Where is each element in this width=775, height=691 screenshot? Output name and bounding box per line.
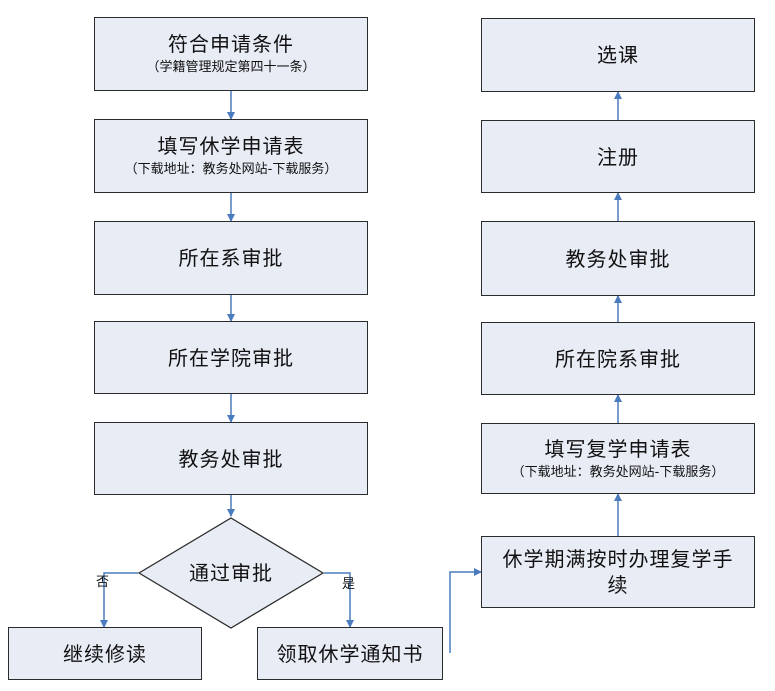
academic-office-approval-box: 教务处审批 <box>94 422 368 495</box>
college-department-approval-box: 所在院系审批 <box>481 322 755 395</box>
apply-conditions-box: 符合申请条件 （学籍管理规定第四十一条） <box>94 17 368 91</box>
diamond-shape <box>138 517 324 629</box>
registration-box: 注册 <box>481 120 755 193</box>
resume-academic-office-approval-box: 教务处审批 <box>481 221 755 296</box>
fill-leave-form-box: 填写休学申请表 （下载地址：教务处网站-下载服务） <box>94 119 368 193</box>
apply-conditions-title: 符合申请条件 <box>168 32 294 56</box>
approval-decision-title: 通过审批 <box>189 561 273 585</box>
receive-leave-notice-title: 领取休学通知书 <box>276 641 424 666</box>
decision-no-label: 否 <box>96 575 110 590</box>
resume-academic-office-approval-title: 教务处审批 <box>565 246 671 271</box>
course-selection-box: 选课 <box>481 18 755 92</box>
arrow-decision-yes <box>324 572 354 628</box>
fill-resume-form-note: （下载地址：教务处网站-下载服务） <box>511 464 725 480</box>
resume-procedure-title: 休学期满按时办理复学手续 <box>502 547 734 597</box>
academic-office-approval-title: 教务处审批 <box>178 446 284 471</box>
approval-decision-diamond: 通过审批 <box>138 517 324 629</box>
course-selection-title: 选课 <box>597 43 639 67</box>
college-approval-title: 所在学院审批 <box>168 345 294 370</box>
fill-resume-form-box: 填写复学申请表 （下载地址：教务处网站-下载服务） <box>481 423 755 494</box>
continue-study-title: 继续修读 <box>63 641 147 666</box>
decision-yes-label: 是 <box>342 577 356 592</box>
fill-resume-form-title: 填写复学申请表 <box>544 436 692 461</box>
receive-leave-notice-box: 领取休学通知书 <box>257 627 443 680</box>
continue-study-box: 继续修读 <box>8 627 202 680</box>
arrow-decision-no <box>100 572 138 628</box>
department-approval-title: 所在系审批 <box>178 246 284 270</box>
college-approval-box: 所在学院审批 <box>94 321 368 394</box>
registration-title: 注册 <box>597 144 639 169</box>
arrow-notice-to-resume <box>449 568 482 653</box>
resume-procedure-box: 休学期满按时办理复学手续 <box>481 536 755 608</box>
fill-leave-form-note: （下载地址：教务处网站-下载服务） <box>124 162 338 177</box>
apply-conditions-note: （学籍管理规定第四十一条） <box>146 60 316 75</box>
college-department-approval-title: 所在院系审批 <box>555 346 681 371</box>
fill-leave-form-title: 填写休学申请表 <box>157 134 305 158</box>
department-approval-box: 所在系审批 <box>94 221 368 295</box>
